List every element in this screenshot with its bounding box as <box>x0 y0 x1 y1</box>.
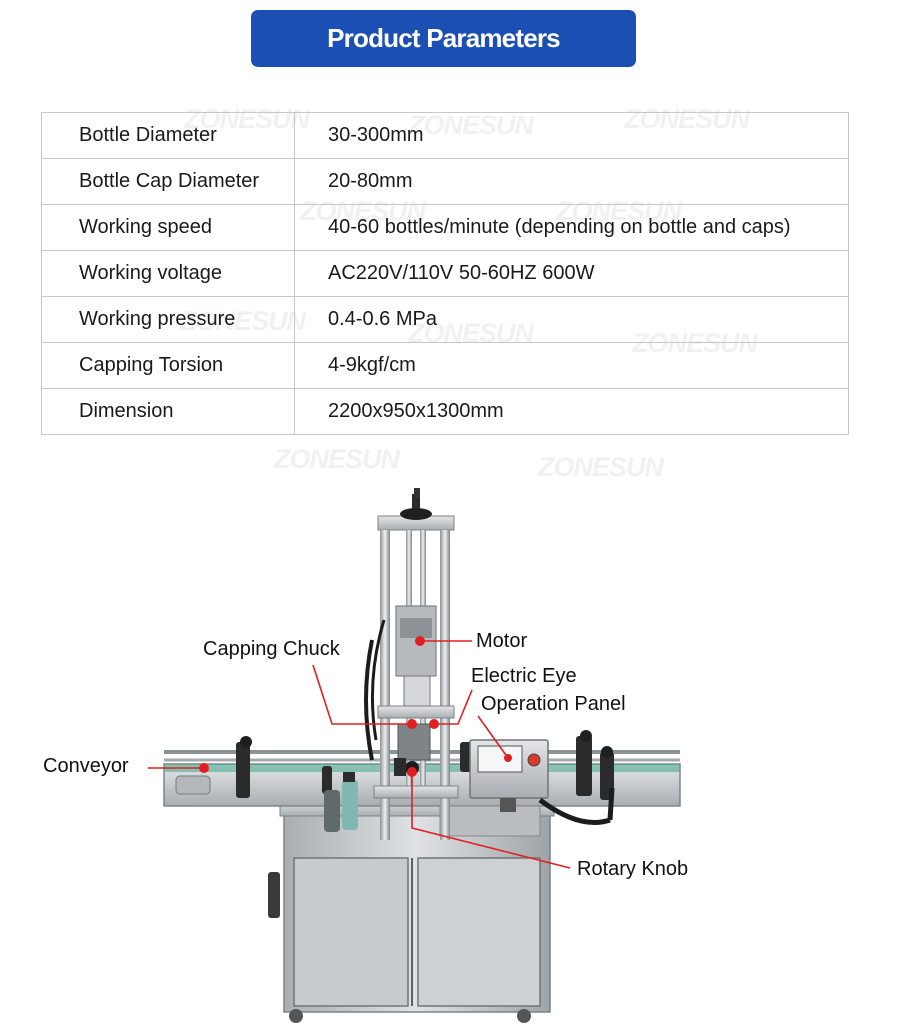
label-operation-panel: Operation Panel <box>481 693 626 715</box>
param-label: Working speed <box>41 204 295 251</box>
param-value: 40-60 bottles/minute (depending on bottl… <box>294 204 849 251</box>
param-label: Working pressure <box>41 296 295 343</box>
label-rotary-knob: Rotary Knob <box>577 858 689 880</box>
param-label: Capping Torsion <box>41 342 295 389</box>
top-handwheel <box>400 508 432 520</box>
lower-plate <box>373 785 459 799</box>
param-label: Bottle Cap Diameter <box>41 158 295 205</box>
param-label: Bottle Diameter <box>41 112 295 159</box>
page-title: Product Parameters <box>251 10 636 67</box>
table-row: Working pressure 0.4-0.6 MPa <box>41 296 849 343</box>
param-value: AC220V/110V 50-60HZ 600W <box>294 250 849 297</box>
capping-head <box>397 723 431 761</box>
watermark: ZONESUN <box>274 444 400 474</box>
touch-screen <box>477 745 523 773</box>
leader-electric-eye <box>434 689 473 725</box>
label-motor: Motor <box>476 630 528 652</box>
bottle <box>342 780 358 830</box>
side-cable-holder <box>268 872 280 918</box>
bottle <box>324 790 340 832</box>
label-conveyor: Conveyor <box>43 755 129 777</box>
param-value: 20-80mm <box>294 158 849 205</box>
leader-rotary-knob <box>411 772 571 869</box>
column-right <box>440 530 450 840</box>
cabinet-door-right <box>417 857 541 1007</box>
spec-table: Bottle Diameter 30-300mm Bottle Cap Diam… <box>41 112 849 435</box>
param-label: Dimension <box>41 388 295 435</box>
cabinet-door-left <box>293 857 409 1007</box>
leader-operation-panel <box>477 715 509 759</box>
table-row: Capping Torsion 4-9kgf/cm <box>41 342 849 389</box>
watermark: ZONESUN <box>538 452 664 482</box>
param-value: 0.4-0.6 MPa <box>294 296 849 343</box>
table-row: Working voltage AC220V/110V 50-60HZ 600W <box>41 250 849 297</box>
param-value: 2200x950x1300mm <box>294 388 849 435</box>
column-left <box>380 530 390 840</box>
param-label: Working voltage <box>41 250 295 297</box>
table-row: Dimension 2200x950x1300mm <box>41 388 849 435</box>
capping-machine-image <box>148 488 681 1023</box>
table-row: Bottle Diameter 30-300mm <box>41 112 849 159</box>
table-row: Working speed 40-60 bottles/minute (depe… <box>41 204 849 251</box>
leader-capping-chuck <box>312 664 412 725</box>
label-electric-eye: Electric Eye <box>471 665 577 687</box>
table-row: Bottle Cap Diameter 20-80mm <box>41 158 849 205</box>
param-value: 4-9kgf/cm <box>294 342 849 389</box>
param-value: 30-300mm <box>294 112 849 159</box>
label-capping-chuck: Capping Chuck <box>203 638 340 660</box>
